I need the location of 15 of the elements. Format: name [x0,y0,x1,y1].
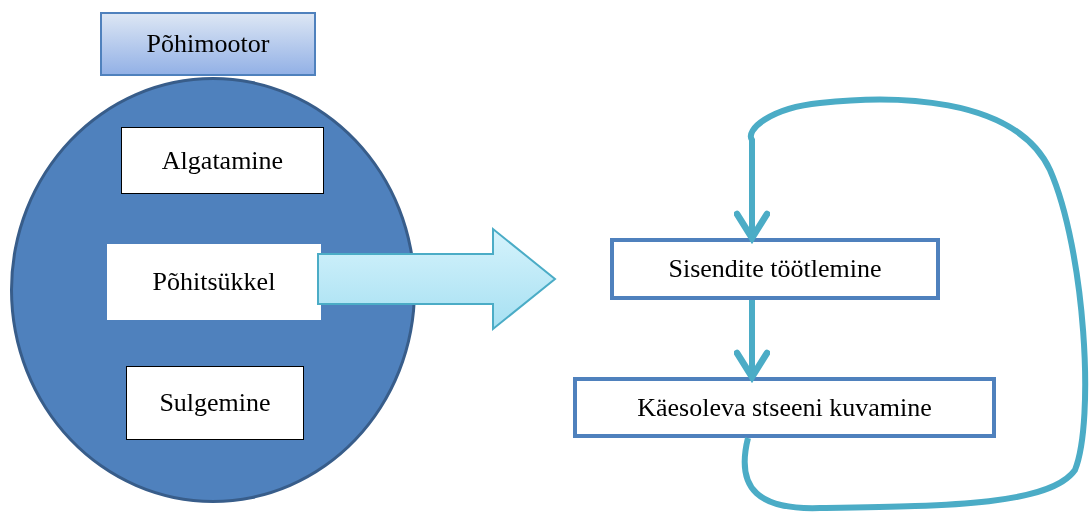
process-box [573,377,996,438]
title-box [100,12,316,76]
process-box [610,238,940,300]
step-box [126,366,304,440]
node-label: Sulgemine [159,388,271,418]
node-label: Sisendite töötlemine [668,254,882,284]
step-box [107,244,321,320]
node-label: Põhitsükkel [152,267,276,297]
step-box [121,127,324,194]
arrow [733,300,771,381]
arrow [733,96,1089,511]
node-label: Algatamine [161,145,284,176]
node-label: Põhimootor [146,29,270,59]
node-label: Käesoleva stseeni kuvamine [637,392,932,423]
block-arrow [317,226,557,332]
